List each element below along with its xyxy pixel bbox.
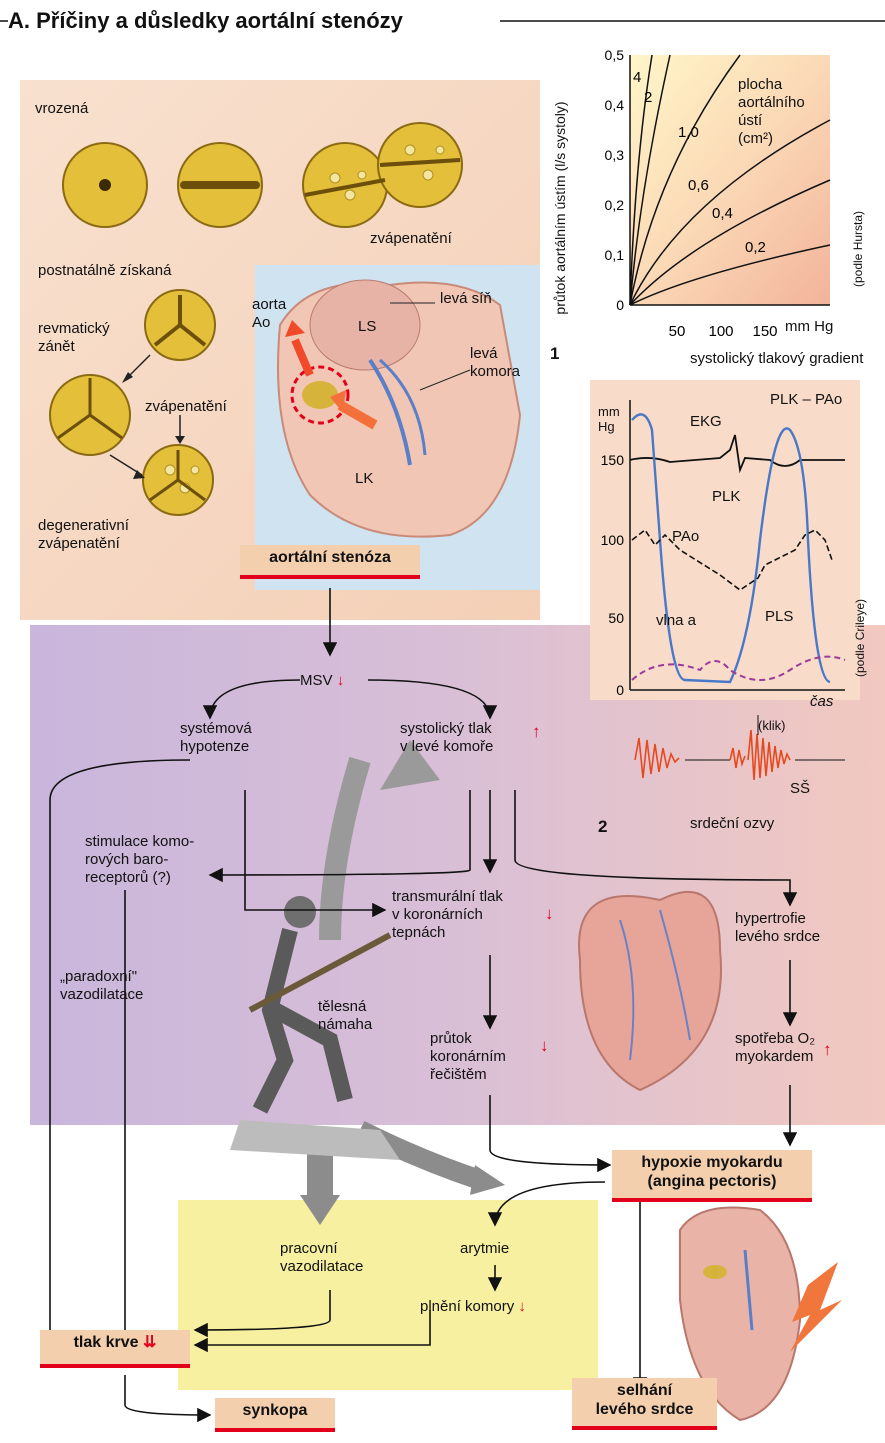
arrow-down-red-icon: ↓ <box>545 904 554 924</box>
arrow-down-red-icon: ↓ <box>337 672 345 689</box>
box-syncope: synkopa <box>215 1398 335 1432</box>
label-coronary-flow: průtok koronárním řečištěm <box>430 1030 506 1084</box>
box-myocardial-hypoxia: hypoxie myokardu (angina pectoris) <box>612 1150 812 1202</box>
label-paradoxical-vasodilation: „paradoxní" vazodilatace <box>60 968 143 1004</box>
label-transmural-pressure: transmurální tlak v koronárních tepnách <box>392 888 503 942</box>
label-physical-exertion: tělesná námaha <box>318 998 372 1034</box>
label-baroreceptor-stimulation: stimulace komo- rových baro- receptorů (… <box>85 833 194 887</box>
label-work-vasodilation: pracovní vazodilatace <box>280 1240 363 1276</box>
arrow-down-red-icon: ↓ <box>518 1298 526 1315</box>
label-hypertrophy: hypertrofie levého srdce <box>735 910 820 946</box>
arrow-down-red-icon: ↓ <box>540 1036 549 1056</box>
arrow-up-red-icon: ↑ <box>823 1040 832 1060</box>
box-heart-failure: selhání levého srdce <box>572 1378 717 1430</box>
label-systemic-hypotension: systémová hypotenze <box>180 720 252 756</box>
box-blood-pressure: tlak krve ⇊ <box>40 1330 190 1368</box>
double-arrow-down-red-icon: ⇊ <box>143 1334 156 1351</box>
label-oxygen-consumption: spotřeba O₂ myokardem <box>735 1030 815 1066</box>
label-ventricular-filling: plnění komory ↓ <box>420 1298 526 1316</box>
label-arrhythmia: arytmie <box>460 1240 509 1258</box>
arrow-up-red-icon: ↑ <box>532 722 541 742</box>
label-systolic-pressure: systolický tlak v levé komoře <box>400 720 493 756</box>
label-msv: MSV ↓ <box>300 672 344 690</box>
